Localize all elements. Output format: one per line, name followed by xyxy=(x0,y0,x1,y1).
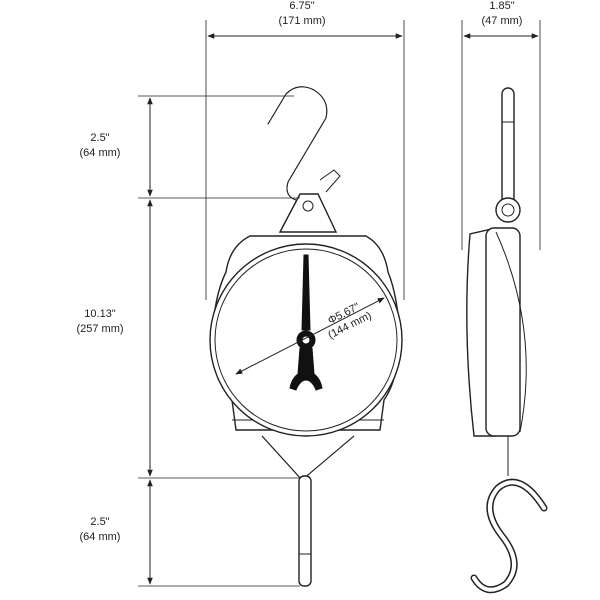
body-height-mm-label: (257 mm) xyxy=(76,323,123,335)
body-height-inches-label: 10.13" xyxy=(84,308,116,320)
top-hook-mm-label: (64 mm) xyxy=(80,147,121,159)
dial-diameter-line xyxy=(235,297,385,375)
vertical-dimensions xyxy=(138,95,300,587)
width-dimension xyxy=(205,20,405,300)
bottom-hook-mm-label: (64 mm) xyxy=(80,531,121,543)
top-hook xyxy=(267,86,328,201)
side-top-hook xyxy=(501,87,515,207)
front-view xyxy=(209,86,403,587)
dial-needle xyxy=(301,254,311,331)
bottom-hook-shank xyxy=(298,475,312,587)
width-inches-label: 6.75" xyxy=(289,0,314,12)
top-hook-inches-label: 2.5" xyxy=(90,132,109,144)
depth-dimension xyxy=(461,20,541,250)
bottom-hook-inches-label: 2.5" xyxy=(90,516,109,528)
width-mm-label: (171 mm) xyxy=(278,15,325,27)
top-bracket xyxy=(278,193,338,233)
depth-mm-label: (47 mm) xyxy=(482,15,523,27)
side-bottom-hook xyxy=(470,478,548,594)
side-view xyxy=(466,87,548,594)
depth-inches-label: 1.85" xyxy=(489,0,514,12)
bottom-hanger xyxy=(261,435,355,481)
